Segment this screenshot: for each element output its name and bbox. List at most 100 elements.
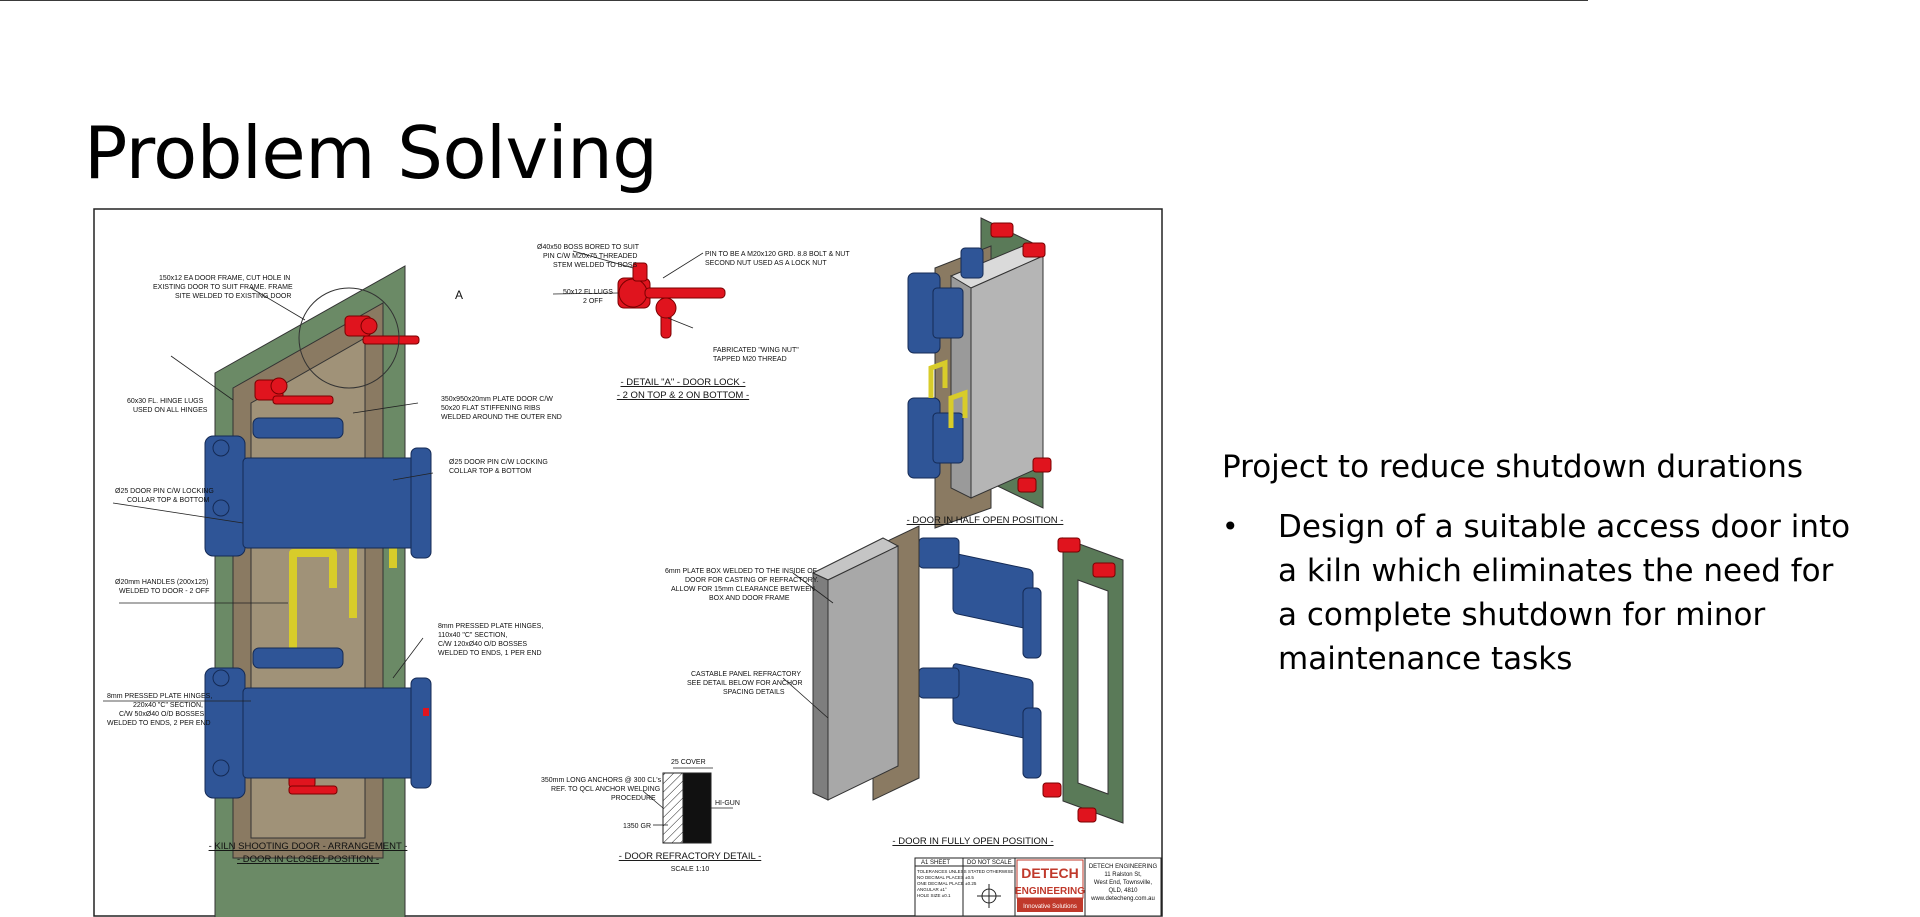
tb-company-5: www.detecheng.com.au bbox=[1090, 896, 1155, 902]
tb-logo-2: ENGINEERING bbox=[1015, 886, 1085, 897]
svg-text:- KILN SHOOTING DOOR - ARRANGE: - KILN SHOOTING DOOR - ARRANGEMENT - bbox=[209, 841, 408, 852]
svg-text:COLLAR TOP & BOTTOM: COLLAR TOP & BOTTOM bbox=[449, 468, 532, 475]
svg-text:CASTABLE PANEL REFRACTORY: CASTABLE PANEL REFRACTORY bbox=[691, 671, 801, 678]
svg-text:DOOR FOR CASTING OF REFRACTORY: DOOR FOR CASTING OF REFRACTORY. bbox=[685, 577, 818, 584]
svg-text:SEE DETAIL BELOW FOR ANCHOR: SEE DETAIL BELOW FOR ANCHOR bbox=[687, 680, 803, 687]
label-handles-2: WELDED TO DOOR - 2 OFF bbox=[119, 588, 209, 595]
svg-text:8mm PRESSED PLATE HINGES,: 8mm PRESSED PLATE HINGES, bbox=[107, 693, 212, 700]
label-higun: HI-GUN bbox=[715, 800, 740, 807]
label-hinge-lugs-2: USED ON ALL HINGES bbox=[133, 407, 208, 414]
svg-text:6mm PLATE BOX WELDED TO THE IN: 6mm PLATE BOX WELDED TO THE INSIDE OF bbox=[665, 568, 817, 575]
label-door-pin-left-2: COLLAR TOP & BOTTOM bbox=[127, 497, 210, 504]
svg-text:TOLERANCES UNLESS STATED OTHER: TOLERANCES UNLESS STATED OTHERWISE bbox=[917, 869, 1013, 874]
svg-text:SITE WELDED TO EXISTING DOOR: SITE WELDED TO EXISTING DOOR bbox=[175, 293, 291, 300]
svg-text:SECOND NUT USED AS A LOCK NUT: SECOND NUT USED AS A LOCK NUT bbox=[705, 260, 827, 267]
label-hinges-left-3: C/W 50xØ40 O/D BOSSES bbox=[119, 711, 205, 718]
label-castable-1: CASTABLE PANEL REFRACTORY bbox=[691, 671, 801, 678]
label-plate-door-1: 350x950x20mm PLATE DOOR C/W bbox=[441, 396, 553, 403]
label-anchors-3: PROCEDURE bbox=[611, 795, 656, 802]
tb-tol-5: HOLE SIZE ±0.1 bbox=[917, 893, 951, 898]
half-open-door-assembly bbox=[907, 217, 1052, 529]
closed-door-assembly bbox=[204, 265, 432, 917]
label-anchors-1: 350mm LONG ANCHORS @ 300 CL's bbox=[541, 777, 662, 784]
caption-refractory: - DOOR REFRACTORY DETAIL - bbox=[619, 851, 762, 862]
svg-text:- DOOR IN FULLY OPEN POSITION: - DOOR IN FULLY OPEN POSITION - bbox=[892, 836, 1053, 847]
slide-body: Project to reduce shutdown durations • D… bbox=[1222, 447, 1862, 681]
svg-text:DETECH ENGINEERING: DETECH ENGINEERING bbox=[1089, 864, 1158, 870]
svg-text:Innovative Solutions: Innovative Solutions bbox=[1023, 904, 1077, 910]
svg-text:ANGULAR ±1°: ANGULAR ±1° bbox=[917, 887, 947, 892]
detail-marker: A bbox=[455, 288, 463, 302]
tb-company-2: 11 Ralston St, bbox=[1104, 872, 1142, 878]
svg-text:FABRICATED "WING NUT": FABRICATED "WING NUT" bbox=[713, 347, 799, 354]
svg-text:www.detecheng.com.au: www.detecheng.com.au bbox=[1090, 896, 1155, 902]
svg-text:2 OFF: 2 OFF bbox=[583, 298, 603, 305]
label-plate-door-2: 50x20 FLAT STIFFENING RIBS bbox=[441, 405, 541, 412]
svg-text:Ø25 DOOR PIN C/W LOCKING: Ø25 DOOR PIN C/W LOCKING bbox=[115, 488, 214, 495]
label-hinges-right-3: C/W 120xØ40 O/D BOSSES bbox=[438, 641, 527, 648]
tb-tol-3: ONE DECIMAL PLACE ±0.25 bbox=[917, 881, 977, 886]
label-frame-2: EXISTING DOOR TO SUIT FRAME. FRAME bbox=[153, 284, 293, 291]
caption-detail-a-2: - 2 ON TOP & 2 ON BOTTOM - bbox=[617, 390, 749, 401]
label-anchors-2: REF. TO QCL ANCHOR WELDING bbox=[551, 786, 660, 793]
svg-text:PIN TO BE A M20x120 GRD. 8.8 B: PIN TO BE A M20x120 GRD. 8.8 BOLT & NUT bbox=[705, 251, 850, 258]
svg-text:COLLAR TOP & BOTTOM: COLLAR TOP & BOTTOM bbox=[127, 497, 210, 504]
label-plate-box-3: ALLOW FOR 15mm CLEARANCE BETWEEN bbox=[671, 586, 815, 593]
label-hinges-left-2: 220x40 "C" SECTION, bbox=[133, 702, 203, 709]
svg-text:SPACING DETAILS: SPACING DETAILS bbox=[723, 689, 785, 696]
label-lugs-2: 2 OFF bbox=[583, 298, 603, 305]
label-boss-2: PIN C/W M20x75 THREADED bbox=[543, 253, 637, 260]
engineering-drawing: 150x12 EA DOOR FRAME, CUT HOLE IN EXISTI… bbox=[93, 208, 1163, 917]
svg-text:- 2 ON TOP & 2 ON BOTTOM -: - 2 ON TOP & 2 ON BOTTOM - bbox=[617, 390, 749, 401]
svg-text:11 Ralston St,: 11 Ralston St, bbox=[1104, 872, 1142, 878]
svg-text:C/W 120xØ40 O/D BOSSES: C/W 120xØ40 O/D BOSSES bbox=[438, 641, 527, 648]
svg-text:- DETAIL "A" - DOOR LOCK -: - DETAIL "A" - DOOR LOCK - bbox=[621, 377, 746, 388]
svg-text:Ø40x50 BOSS BORED TO SUIT: Ø40x50 BOSS BORED TO SUIT bbox=[537, 244, 640, 251]
tb-sheet: A1 SHEET bbox=[921, 860, 950, 866]
label-lugs-1: 50x12 FL LUGS bbox=[563, 289, 613, 296]
svg-text:8mm PRESSED PLATE HINGES,: 8mm PRESSED PLATE HINGES, bbox=[438, 623, 543, 630]
svg-text:SCALE 1:10: SCALE 1:10 bbox=[671, 866, 710, 873]
svg-text:ALLOW FOR 15mm CLEARANCE BETWE: ALLOW FOR 15mm CLEARANCE BETWEEN bbox=[671, 586, 815, 593]
label-plate-box-4: BOX AND DOOR FRAME bbox=[709, 595, 790, 602]
svg-text:WELDED TO ENDS, 1 PER END: WELDED TO ENDS, 1 PER END bbox=[438, 650, 542, 657]
svg-text:60x30 FL. HINGE LUGS: 60x30 FL. HINGE LUGS bbox=[127, 398, 204, 405]
svg-text:HI-GUN: HI-GUN bbox=[715, 800, 740, 807]
title-block bbox=[914, 857, 1162, 917]
svg-text:110x40 "C" SECTION,: 110x40 "C" SECTION, bbox=[438, 632, 507, 639]
bullet-item: • Design of a suitable access door into … bbox=[1222, 505, 1862, 681]
svg-text:25 COVER: 25 COVER bbox=[671, 759, 706, 766]
caption-fully-open: - DOOR IN FULLY OPEN POSITION - bbox=[892, 836, 1053, 847]
tb-tol-2: NO DECIMAL PLACES ±0.5 bbox=[917, 875, 974, 880]
label-hinges-right-4: WELDED TO ENDS, 1 PER END bbox=[438, 650, 542, 657]
label-boss-3: STEM WELDED TO BOSS bbox=[553, 262, 637, 269]
svg-text:WELDED TO ENDS, 2 PER END: WELDED TO ENDS, 2 PER END bbox=[107, 720, 211, 727]
label-pin-bolt-2: SECOND NUT USED AS A LOCK NUT bbox=[705, 260, 827, 267]
tb-company-4: QLD, 4810 bbox=[1108, 888, 1138, 894]
label-door-pin-right-1: Ø25 DOOR PIN C/W LOCKING bbox=[449, 459, 548, 466]
svg-text:50x12 FL LUGS: 50x12 FL LUGS bbox=[563, 289, 613, 296]
label-gr: 1350 GR bbox=[623, 823, 651, 830]
svg-text:BOX AND DOOR FRAME: BOX AND DOOR FRAME bbox=[709, 595, 790, 602]
bullet-marker: • bbox=[1222, 510, 1239, 543]
svg-text:Ø20mm HANDLES (200x125): Ø20mm HANDLES (200x125) bbox=[115, 579, 208, 586]
svg-text:50x20 FLAT STIFFENING RIBS: 50x20 FLAT STIFFENING RIBS bbox=[441, 405, 541, 412]
label-hinge-lugs-1: 60x30 FL. HINGE LUGS bbox=[127, 398, 204, 405]
svg-text:HOLE SIZE ±0.1: HOLE SIZE ±0.1 bbox=[917, 893, 951, 898]
svg-text:NO DECIMAL PLACES ±0.5: NO DECIMAL PLACES ±0.5 bbox=[917, 875, 974, 880]
slide-title: Problem Solving bbox=[84, 111, 658, 195]
refractory-section bbox=[662, 767, 713, 844]
svg-text:ENGINEERING: ENGINEERING bbox=[1015, 886, 1085, 897]
tb-tol-4: ANGULAR ±1° bbox=[917, 887, 947, 892]
svg-text:220x40 "C" SECTION,: 220x40 "C" SECTION, bbox=[133, 702, 203, 709]
tb-logo-sub: Innovative Solutions bbox=[1023, 904, 1077, 910]
svg-text:350x950x20mm PLATE DOOR C/W: 350x950x20mm PLATE DOOR C/W bbox=[441, 396, 553, 403]
svg-text:C/W 50xØ40 O/D BOSSES: C/W 50xØ40 O/D BOSSES bbox=[119, 711, 205, 718]
svg-text:A1 SHEET: A1 SHEET bbox=[921, 860, 950, 866]
label-plate-box-2: DOOR FOR CASTING OF REFRACTORY. bbox=[685, 577, 818, 584]
label-castable-3: SPACING DETAILS bbox=[723, 689, 785, 696]
svg-text:Ø25 DOOR PIN C/W LOCKING: Ø25 DOOR PIN C/W LOCKING bbox=[449, 459, 548, 466]
svg-text:West End, Townsville,: West End, Townsville, bbox=[1094, 880, 1152, 886]
svg-text:PIN C/W M20x75 THREADED: PIN C/W M20x75 THREADED bbox=[543, 253, 637, 260]
tb-company-1: DETECH ENGINEERING bbox=[1089, 864, 1158, 870]
